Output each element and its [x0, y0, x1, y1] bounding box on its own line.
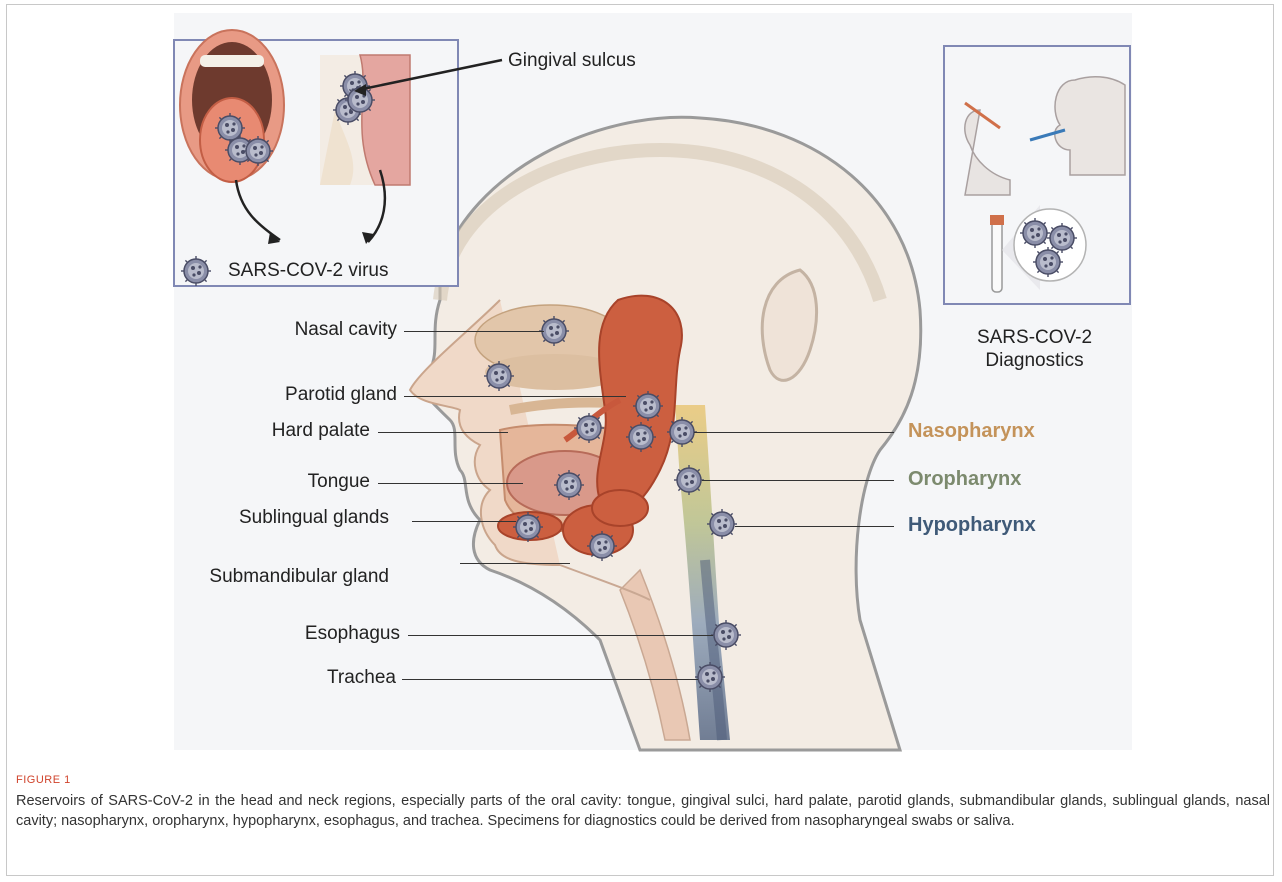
label-parotid-gland: Parotid gland [285, 384, 397, 406]
label-hypopharynx: Hypopharynx [908, 514, 1036, 537]
gingival-sulcus-label: Gingival sulcus [508, 50, 636, 72]
label-sublingual-glands: Sublingual glands [239, 507, 389, 529]
diagnostics-inset [944, 46, 1130, 304]
figure-label: FIGURE 1 [16, 774, 71, 786]
leader-submandibular-gland [460, 563, 570, 564]
label-nasal-cavity: Nasal cavity [295, 319, 397, 341]
diagnostics-title-line2: Diagnostics [962, 349, 1107, 372]
label-hard-palate: Hard palate [272, 420, 370, 442]
label-tongue: Tongue [308, 471, 370, 493]
leader-esophagus [408, 635, 713, 636]
label-submandibular-gland: Submandibular gland [209, 566, 389, 588]
leader-nasal-cavity [404, 331, 544, 332]
label-trachea: Trachea [327, 667, 396, 689]
label-nasopharynx: Nasopharynx [908, 420, 1035, 443]
label-esophagus: Esophagus [305, 623, 400, 645]
leader-parotid-gland [404, 396, 626, 397]
diagnostics-title: SARS-COV-2 Diagnostics [962, 326, 1107, 372]
leader-sublingual-glands [412, 521, 516, 522]
leader-nasopharynx [694, 432, 894, 433]
diagnostics-title-line1: SARS-COV-2 [962, 326, 1107, 349]
virus-legend-label: SARS-COV-2 virus [228, 260, 388, 282]
leader-oropharynx [702, 480, 894, 481]
oral-inset [174, 30, 502, 286]
leader-hard-palate [378, 432, 508, 433]
leader-hypopharynx [735, 526, 894, 527]
head-silhouette [410, 117, 921, 750]
figure-caption: Reservoirs of SARS-CoV-2 in the head and… [16, 791, 1270, 831]
leader-trachea [402, 679, 698, 680]
label-oropharynx: Oropharynx [908, 468, 1021, 491]
leader-tongue [378, 483, 523, 484]
